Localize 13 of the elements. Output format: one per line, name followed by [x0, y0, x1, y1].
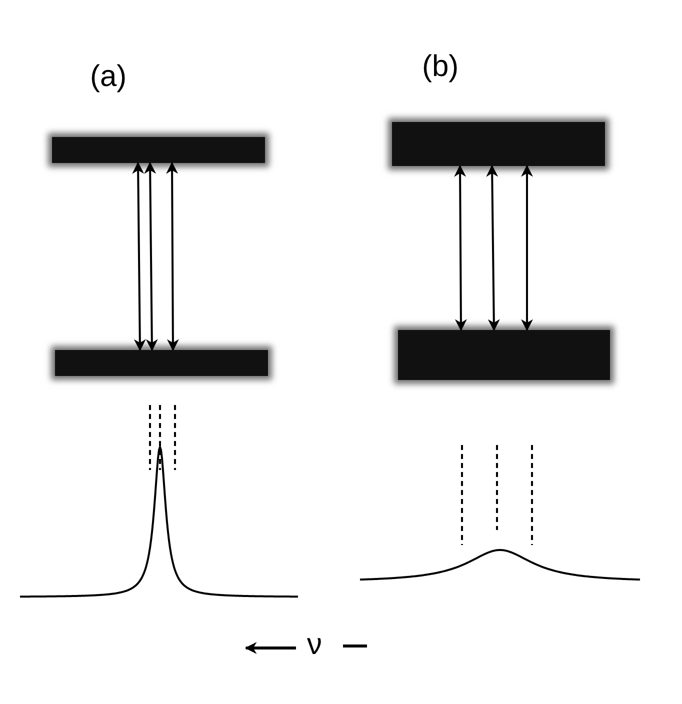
transition-arrow	[454, 164, 467, 332]
transition-arrow	[521, 164, 533, 332]
energy-band	[55, 350, 268, 376]
energy-band	[398, 330, 610, 380]
energy-band	[52, 137, 265, 163]
transition-arrow	[144, 162, 158, 352]
panel-label: (a)	[90, 60, 127, 94]
energy-band	[392, 122, 605, 166]
transition-arrow	[132, 162, 146, 352]
transition-arrow	[166, 162, 179, 352]
panel-label: (b)	[422, 50, 459, 84]
transition-arrow	[486, 164, 500, 332]
frequency-symbol: ν	[307, 628, 322, 662]
